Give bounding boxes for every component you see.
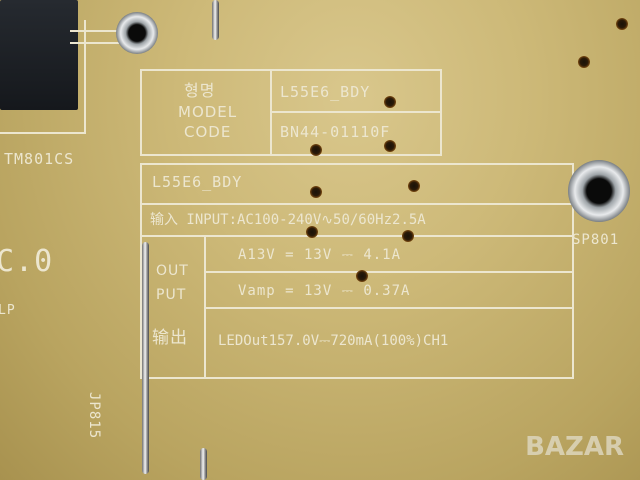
output-led: LEDOut157.0V⎓720mA(100%)CH1 — [218, 333, 449, 349]
model-label: MODEL — [178, 103, 238, 121]
via-hole — [384, 140, 396, 152]
model-code-label: 형명 MODEL CODE L55E6_BDY BN44-01110F — [140, 69, 442, 156]
silk-outline — [70, 30, 120, 32]
via-hole — [310, 186, 322, 198]
output-heading-put: PUT — [156, 287, 187, 303]
spec-model: L55E6_BDY — [152, 173, 243, 191]
jumper-wire-jp815 — [142, 242, 149, 474]
screw-sp801 — [568, 160, 630, 222]
code-value: BN44-01110F — [280, 123, 391, 141]
output-a13v: A13V = 13V ⎓ 4.1A — [238, 247, 402, 263]
via-hole — [402, 230, 414, 242]
jumper-ref-jp815: JP815 — [86, 392, 102, 440]
via-hole — [310, 144, 322, 156]
via-hole — [616, 18, 628, 30]
via-hole — [306, 226, 318, 238]
partial-label: C.0 — [0, 244, 54, 279]
output-vamp: Vamp = 13V ⎓ 0.37A — [238, 283, 411, 299]
screw-ref-sp801: SP801 — [572, 232, 620, 248]
bazar-watermark: BAZAR — [525, 432, 624, 462]
silk-outline — [84, 20, 86, 134]
silk-outline — [0, 132, 86, 134]
korean-heading: 형명 — [184, 81, 216, 100]
jumper-wire — [200, 448, 207, 480]
output-heading-out: OUT — [156, 263, 189, 279]
via-hole — [384, 96, 396, 108]
solder-pad — [116, 12, 158, 54]
via-hole — [356, 270, 368, 282]
model-value: L55E6_BDY — [280, 83, 371, 101]
jumper-wire — [212, 0, 219, 40]
output-heading-cn: 输出 — [152, 328, 188, 348]
partial-label-small: LP — [0, 303, 16, 318]
component-ref-tm801cs: TM801CS — [4, 150, 75, 168]
silk-outline — [70, 42, 120, 44]
code-label: CODE — [184, 123, 232, 141]
input-spec: 输入 INPUT:AC100-240V∿50/60Hz2.5A — [150, 212, 426, 228]
spec-label: L55E6_BDY 输入 INPUT:AC100-240V∿50/60Hz2.5… — [140, 163, 574, 379]
via-hole — [578, 56, 590, 68]
via-hole — [408, 180, 420, 192]
transformer-component — [0, 0, 78, 110]
